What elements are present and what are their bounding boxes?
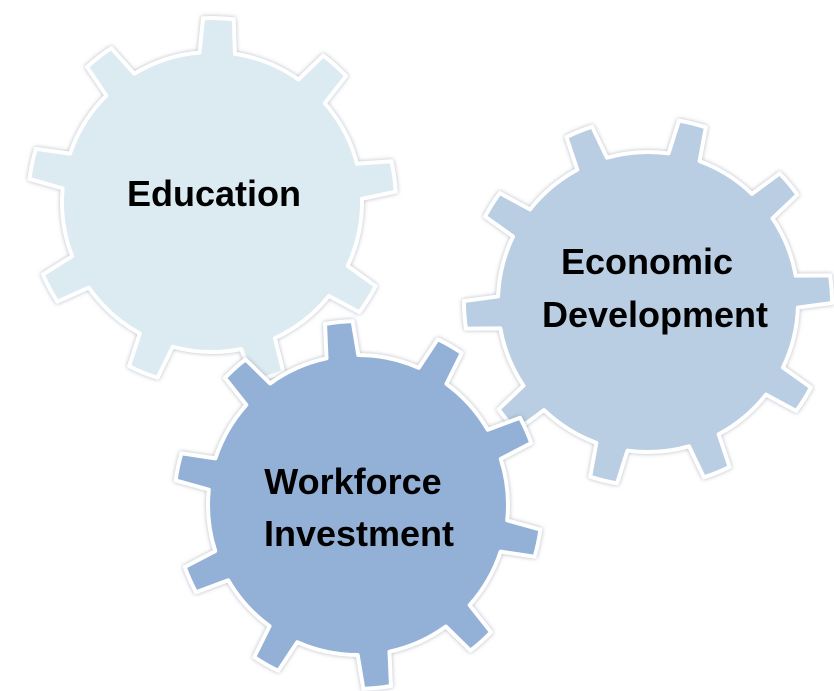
economic-development-label: Economic Development (542, 241, 768, 335)
education-gear: Education (27, 16, 398, 384)
economic-development-label-line-1: Economic (561, 241, 733, 282)
education-label: Education (127, 173, 301, 214)
education-gear-shape (27, 16, 398, 384)
economic-development-gear: Economic Development (461, 118, 834, 486)
workforce-investment-gear: Workforce Investment (173, 319, 543, 691)
workforce-investment-label-line-2: Investment (264, 513, 454, 554)
economic-development-label-line-2: Development (542, 294, 768, 335)
workforce-investment-gear-shape (173, 319, 543, 691)
education-label-line-1: Education (127, 173, 301, 214)
workforce-investment-label: Workforce Investment (264, 461, 454, 554)
economic-development-gear-shape (461, 118, 834, 486)
workforce-investment-label-line-1: Workforce (264, 461, 441, 502)
